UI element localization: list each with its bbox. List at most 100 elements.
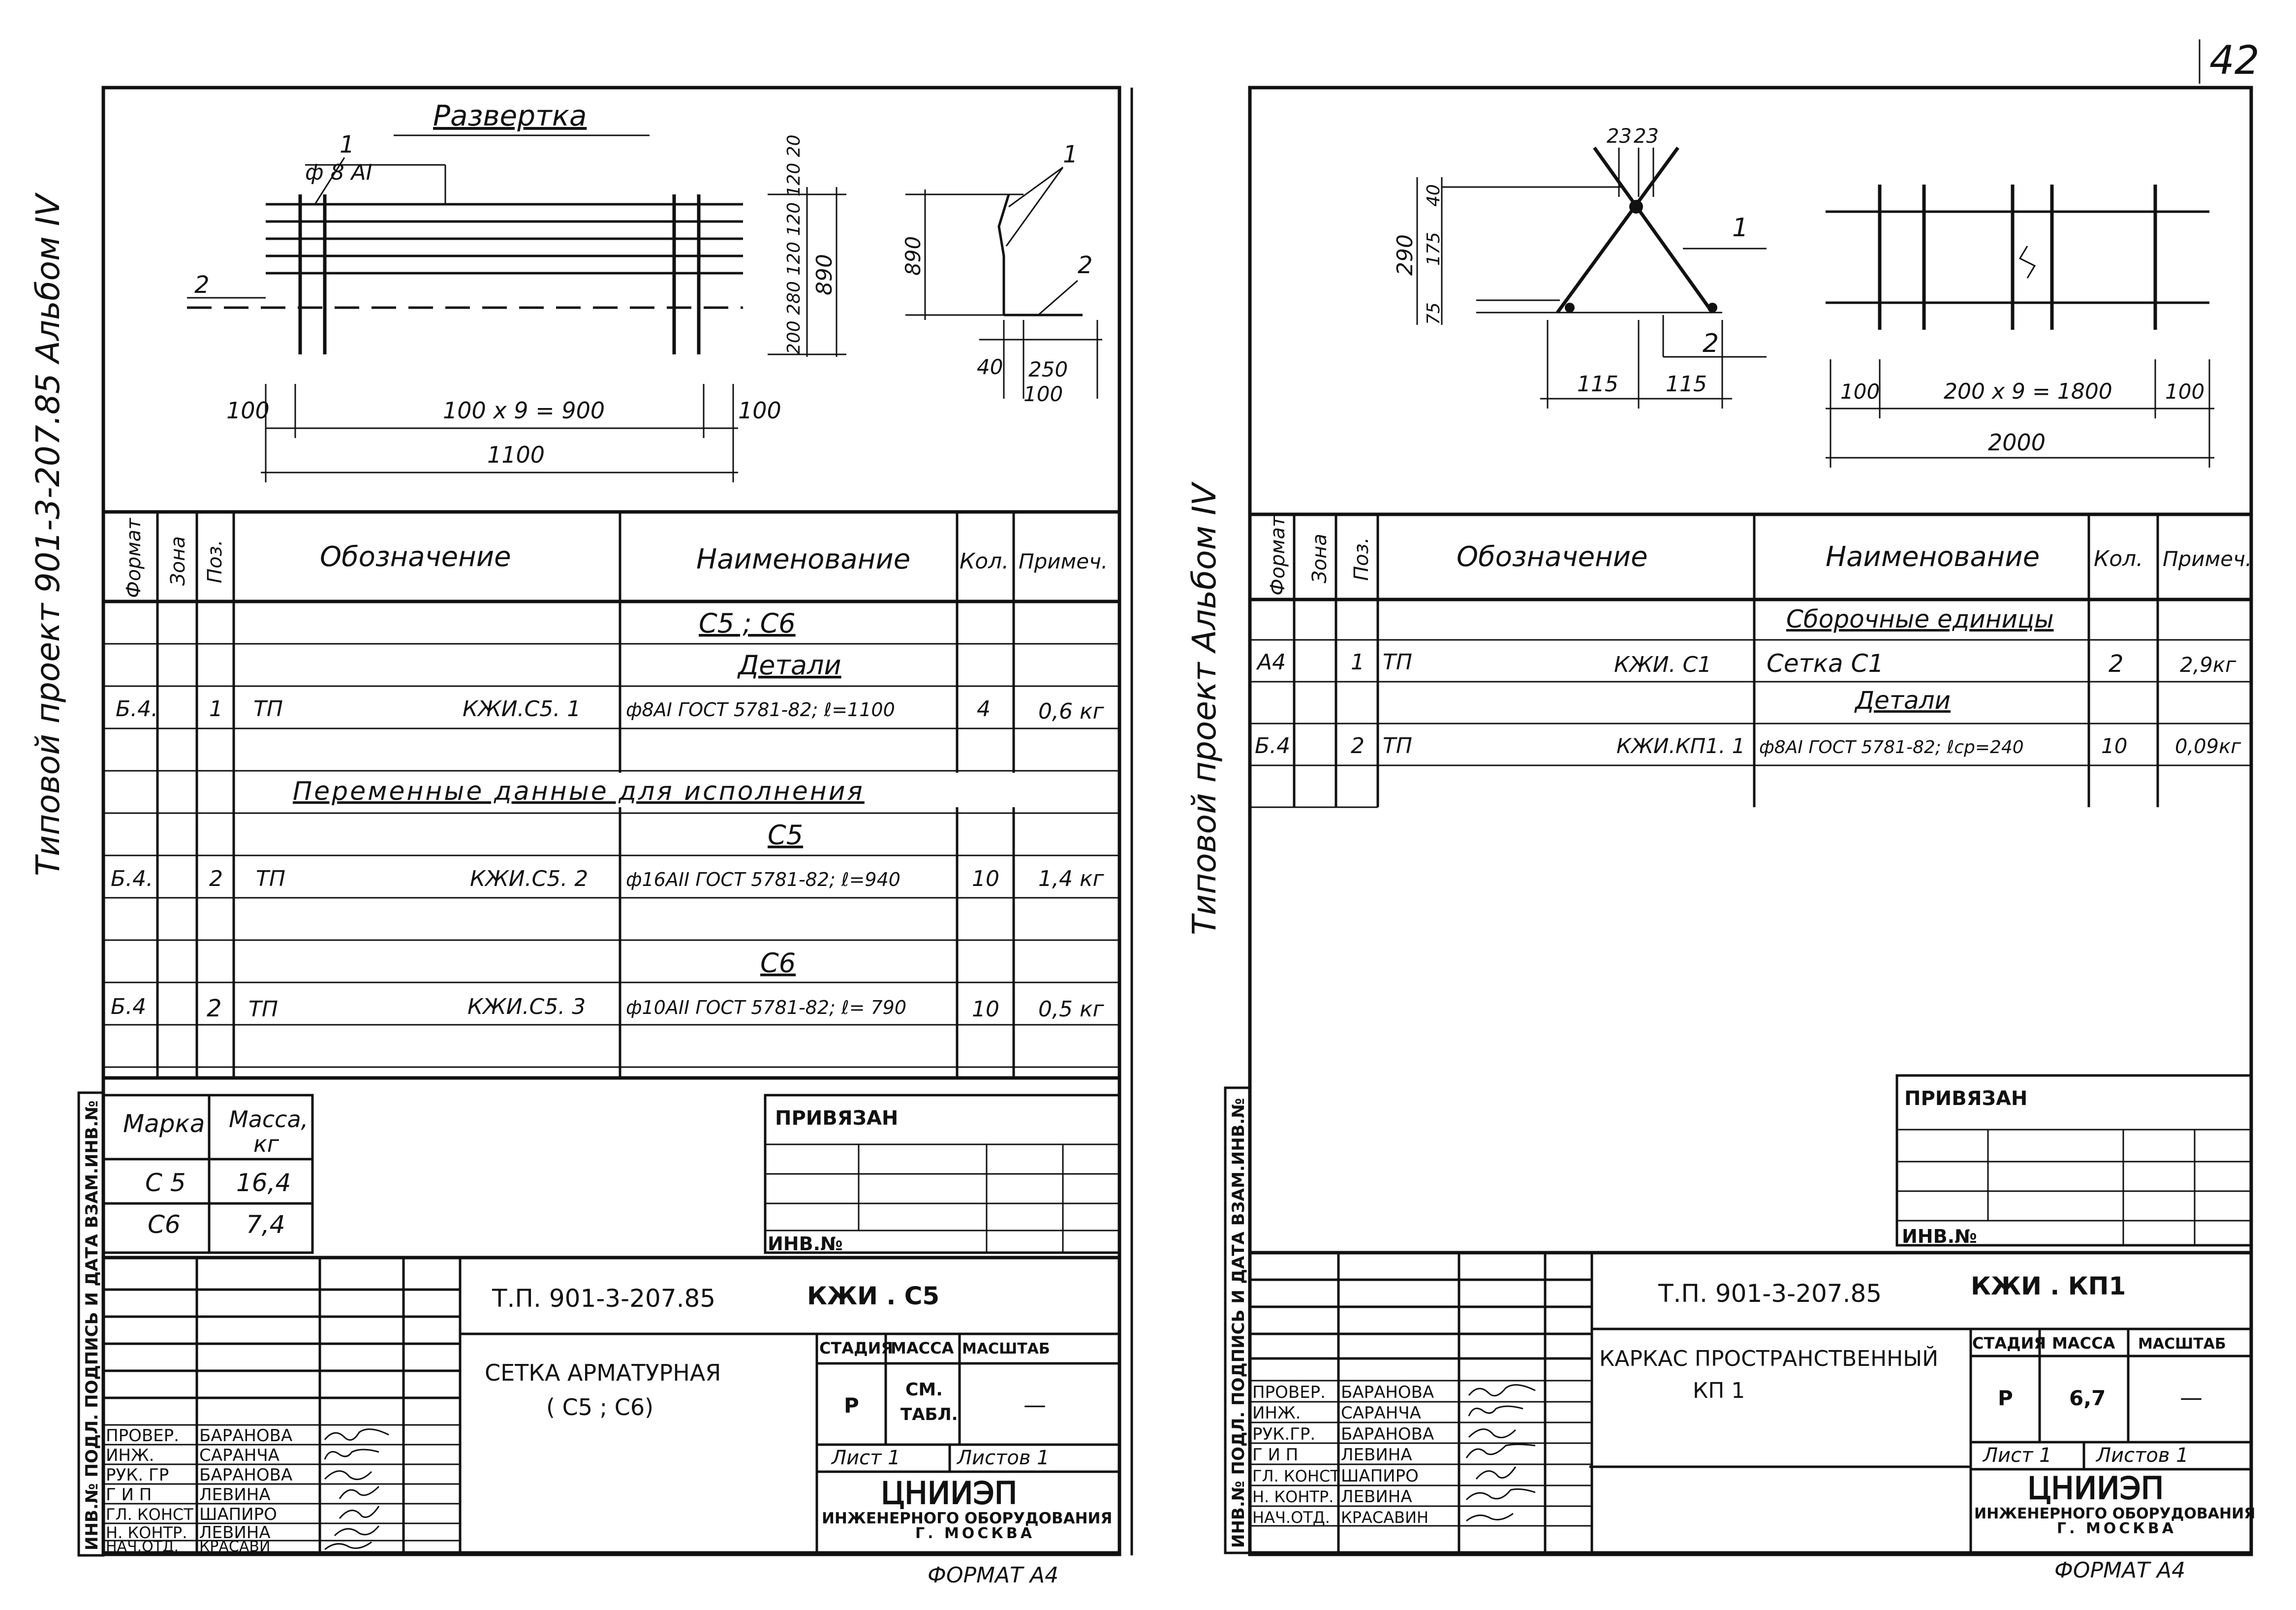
left-role-1: ИНЖ. bbox=[106, 1446, 154, 1465]
group-c5: С5 bbox=[768, 820, 803, 851]
right-dim-100-right: 100 bbox=[2165, 379, 2204, 404]
left-signature-5 bbox=[339, 1506, 380, 1519]
left-name-4: ШАПИРО bbox=[199, 1505, 277, 1524]
right-role-6: НАЧ.ОТД. bbox=[1252, 1508, 1330, 1527]
dim-total: 1100 bbox=[487, 442, 545, 468]
left-stamp-mark: КЖИ . С5 bbox=[807, 1282, 939, 1310]
row3-doc-prefix: ТП bbox=[248, 997, 278, 1022]
right-name-5: ЛЕВИНА bbox=[1341, 1487, 1412, 1507]
r-row1-note: 2,9кг bbox=[2180, 653, 2236, 677]
left-stamp-code: Т.П. 901-3-207.85 bbox=[492, 1284, 715, 1313]
left-name-6: КРАСАВИ bbox=[199, 1538, 270, 1555]
row2-pos: 2 bbox=[209, 866, 223, 891]
right-signature-1 bbox=[1468, 1384, 1536, 1397]
section-100: 100 bbox=[1024, 382, 1063, 406]
left-name-0: БАРАНОВА bbox=[199, 1426, 292, 1446]
group-details: Детали bbox=[737, 650, 841, 681]
right-signature-6 bbox=[1465, 1488, 1536, 1501]
left-role-6: НАЧ.ОТД. bbox=[106, 1538, 179, 1555]
r-row1-doc-prefix: ТП bbox=[1383, 650, 1412, 675]
section-callout-1: 1 bbox=[1063, 141, 1078, 168]
left-name-5: ЛЕВИНА bbox=[199, 1523, 271, 1543]
r-col-qty: Кол. bbox=[2094, 546, 2143, 571]
right-callout-2: 2 bbox=[1703, 329, 1719, 358]
right-stamp: Т.П. 901-3-207.85 КЖИ . КП1 КАРКАС ПРОСТ… bbox=[1248, 1251, 2255, 1555]
right-signature-5 bbox=[1475, 1466, 1517, 1480]
right-dim-100-left: 100 bbox=[1840, 379, 1880, 404]
right-name-6: КРАСАВИН bbox=[1341, 1508, 1428, 1527]
col-pos: Поз. bbox=[204, 539, 226, 583]
left-signature-2 bbox=[324, 1449, 379, 1460]
left-org-2: ИНЖЕНЕРНОГО ОБОРУДОВАНИЯ bbox=[822, 1510, 1112, 1527]
callout-2: 2 bbox=[194, 271, 210, 299]
mass-h-mark: Марка bbox=[123, 1109, 205, 1138]
col-designation: Обозначение bbox=[320, 541, 511, 573]
mass-mark-c6: С6 bbox=[148, 1210, 181, 1239]
bar-label: ф 8 АI bbox=[305, 160, 372, 185]
right-side-column: ИНВ.№ ПОДЛ. ПОДПИСЬ И ДАТА ВЗАМ.ИНВ.№ bbox=[1224, 1086, 1251, 1554]
right-scale: — bbox=[2180, 1384, 2203, 1411]
r-row2-name: ф8АI ГОСТ 5781-82; ℓср=240 bbox=[1759, 737, 2024, 758]
r-col-name: Наименование bbox=[1826, 541, 2040, 573]
r-row2-qty: 10 bbox=[2101, 734, 2127, 758]
right-role-3: Г И П bbox=[1252, 1445, 1298, 1465]
row1-qty: 4 bbox=[977, 696, 991, 722]
right-privyazan: ПРИВЯЗАН ИНВ.№ bbox=[1895, 1074, 2253, 1247]
left-signature-3 bbox=[324, 1470, 372, 1481]
group-c6: С6 bbox=[760, 947, 796, 979]
r-col-format: Формат bbox=[1267, 515, 1289, 596]
col-qty: Кол. bbox=[960, 549, 1009, 574]
right-role-5: Н. КОНТР. bbox=[1252, 1487, 1334, 1506]
dim-100-right: 100 bbox=[738, 397, 781, 424]
left-signature-4 bbox=[339, 1485, 380, 1499]
col-zone: Зона bbox=[167, 536, 189, 586]
dim-75: 75 bbox=[1424, 302, 1444, 325]
mass-value-c6: 7,4 bbox=[246, 1210, 285, 1239]
row1-doc-prefix: ТП bbox=[253, 696, 283, 722]
row2-name: ф16АII ГОСТ 5781-82; ℓ=940 bbox=[626, 869, 900, 890]
left-inv-label: ИНВ.№ bbox=[768, 1233, 843, 1255]
left-scale: — bbox=[1024, 1391, 1046, 1418]
r-row1-name: Сетка С1 bbox=[1767, 649, 1884, 678]
left-side-column-text: ИНВ.№ ПОДЛ. ПОДПИСЬ И ДАТА ВЗАМ.ИНВ.№ bbox=[82, 1101, 102, 1550]
left-signature-1 bbox=[324, 1428, 389, 1441]
left-role-2: РУК. ГР bbox=[106, 1465, 169, 1485]
right-sheet: Типовой проект Альбом IV 23 23 290 40 17… bbox=[1185, 86, 2255, 1583]
left-h-stage: СТАДИЯ bbox=[819, 1339, 893, 1357]
group-c5c6: С5 ; С6 bbox=[699, 608, 796, 639]
right-name-4: ШАПИРО bbox=[1341, 1466, 1419, 1486]
left-signature-7 bbox=[324, 1541, 372, 1550]
right-org-3: Г. МОСКВА bbox=[2057, 1520, 2176, 1537]
right-side-column-text: ИНВ.№ ПОДЛ. ПОДПИСЬ И ДАТА ВЗАМ.ИНВ.№ bbox=[1229, 1098, 1248, 1548]
left-sheet: Типовой проект 901-3-207.85 Альбом IV Ра… bbox=[29, 86, 1133, 1588]
dim-115a: 115 bbox=[1577, 372, 1618, 397]
right-dim-total: 2000 bbox=[1988, 429, 2046, 456]
left-stamp-title-2: ( С5 ; С6) bbox=[546, 1394, 653, 1421]
row3-qty: 10 bbox=[972, 997, 999, 1022]
left-sketch: Развертка 1 ф 8 АI 2 bbox=[187, 99, 1102, 482]
left-sheet: Лист 1 bbox=[831, 1447, 900, 1469]
right-signature-7 bbox=[1466, 1513, 1514, 1522]
left-mass-1: СМ. bbox=[905, 1380, 943, 1400]
right-spec-table: Формат Зона Поз. Обозначение Наименовани… bbox=[1250, 512, 2252, 808]
right-format-label: ФОРМАТ А4 bbox=[2054, 1558, 2185, 1583]
row3-doc: КЖИ.С5. 3 bbox=[467, 994, 586, 1019]
right-h-scale: МАСШТАБ bbox=[2138, 1335, 2226, 1353]
right-name-0: БАРАНОВА bbox=[1341, 1383, 1434, 1402]
dim-span: 100 x 9 = 900 bbox=[443, 397, 605, 424]
right-role-2: РУК.ГР. bbox=[1252, 1424, 1315, 1444]
row1-name: ф8АI ГОСТ 5781-82; ℓ=1100 bbox=[626, 699, 895, 721]
right-role-1: ИНЖ. bbox=[1252, 1403, 1301, 1423]
vert-dims: 200 280 120 120 120 20 bbox=[784, 134, 804, 354]
dim-100-left: 100 bbox=[226, 397, 270, 424]
left-signature-6 bbox=[334, 1525, 380, 1537]
group-variable: Переменные данные для исполнения bbox=[293, 777, 865, 806]
row3-pos: 2 bbox=[207, 995, 222, 1022]
sketch-title: Развертка bbox=[433, 99, 587, 132]
left-stamp-title-1: СЕТКА АРМАТУРНАЯ bbox=[485, 1359, 721, 1386]
r-row2-note: 0,09кг bbox=[2175, 735, 2241, 758]
r-row2-doc: КЖИ.КП1. 1 bbox=[1616, 734, 1745, 758]
row1-note: 0,6 кг bbox=[1038, 699, 1105, 724]
r-row2-pos: 2 bbox=[1351, 733, 1365, 758]
r-col-note: Примеч. bbox=[2163, 547, 2252, 571]
